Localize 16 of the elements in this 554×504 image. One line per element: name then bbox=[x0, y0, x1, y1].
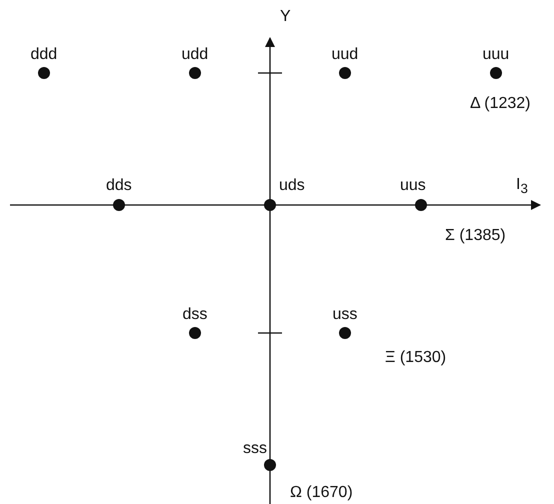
quark-label: uus bbox=[400, 177, 426, 195]
quark-label: dds bbox=[106, 177, 132, 195]
axis-label: I$_{3}$ bbox=[516, 176, 528, 198]
quark-label: ddd bbox=[30, 46, 58, 64]
mass-label: Σ (1385) bbox=[445, 227, 506, 245]
quark-label: uud bbox=[332, 46, 358, 64]
quark-label: uss bbox=[332, 306, 358, 324]
quark-label: uds bbox=[279, 177, 305, 195]
mass-label: Δ (1232) bbox=[470, 95, 530, 113]
axis-label: Y bbox=[280, 8, 291, 26]
quark-label: dss bbox=[182, 306, 208, 324]
mass-label: Ω (1670) bbox=[290, 484, 353, 502]
quark-label: udd bbox=[182, 46, 208, 64]
quark-label: sss bbox=[243, 440, 267, 458]
mass-label: Ξ (1530) bbox=[385, 349, 446, 367]
quark-label: uuu bbox=[482, 46, 510, 64]
